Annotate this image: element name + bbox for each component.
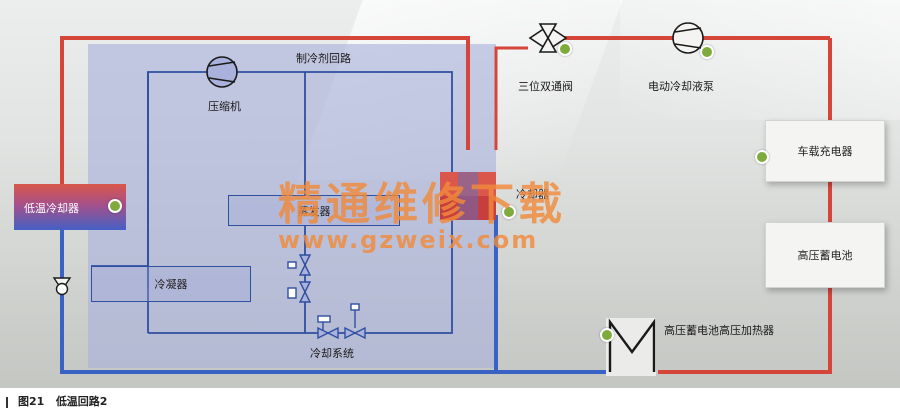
hot-coolant-line-left	[60, 36, 470, 186]
compressor-label: 压缩机	[208, 100, 241, 113]
electric-pump-label: 电动冷却液泵	[648, 80, 714, 93]
refrigerant-circuit-title: 制冷剂回路	[296, 52, 351, 65]
chiller-block	[440, 172, 496, 220]
hot-coolant-line-valve	[494, 46, 528, 150]
electric-pump-sensor-dot	[700, 45, 714, 59]
cold-coolant-line-bottom	[60, 228, 610, 374]
evaporator-box: 蒸发器	[228, 195, 400, 226]
onboard-charger-box: 车载充电器	[765, 120, 885, 182]
hv-heater-sensor-dot	[600, 328, 614, 342]
electric-pump-symbol	[672, 22, 704, 54]
three-way-valve-label: 三位双通阀	[518, 80, 573, 93]
low-temp-cooler-block	[14, 184, 126, 230]
caption-bar	[6, 396, 8, 408]
low-temp-cooler-sensor-dot	[108, 199, 122, 213]
three-way-valve-sensor-dot	[558, 42, 572, 56]
evaporator-label: 蒸发器	[297, 204, 331, 218]
caption-text: 低温回路2	[55, 395, 108, 408]
expansion-valves	[287, 254, 366, 340]
diagram-stage: 蒸发器 冷凝器 车载充电器 高压蓄电池 制冷剂回路 压缩机 冷却系统 冷却器 低…	[0, 0, 900, 388]
hv-battery-box: 高压蓄电池	[765, 222, 885, 288]
three-way-valve-symbol	[528, 23, 568, 53]
check-valve-symbol	[52, 277, 72, 296]
condenser-label: 冷凝器	[154, 278, 188, 291]
figure-caption: 图21 低温回路2	[6, 393, 107, 409]
condenser-box: 冷凝器	[91, 266, 251, 302]
chiller-sensor-dot	[502, 205, 516, 219]
hv-heater-symbol	[606, 318, 656, 376]
refrigerant-circuit-area	[88, 44, 496, 368]
low-temp-cooler-label: 低温冷却器	[24, 202, 79, 215]
onboard-charger-label: 车载充电器	[797, 145, 853, 158]
compressor-symbol	[206, 56, 238, 88]
cooling-system-label: 冷却系统	[310, 347, 354, 360]
chiller-label: 冷却器	[516, 188, 549, 201]
caption-figure-number: 图21	[18, 395, 45, 408]
hv-battery-label: 高压蓄电池	[797, 249, 853, 262]
hv-heater-label: 高压蓄电池高压加热器	[664, 324, 774, 337]
onboard-charger-sensor-dot	[755, 150, 769, 164]
